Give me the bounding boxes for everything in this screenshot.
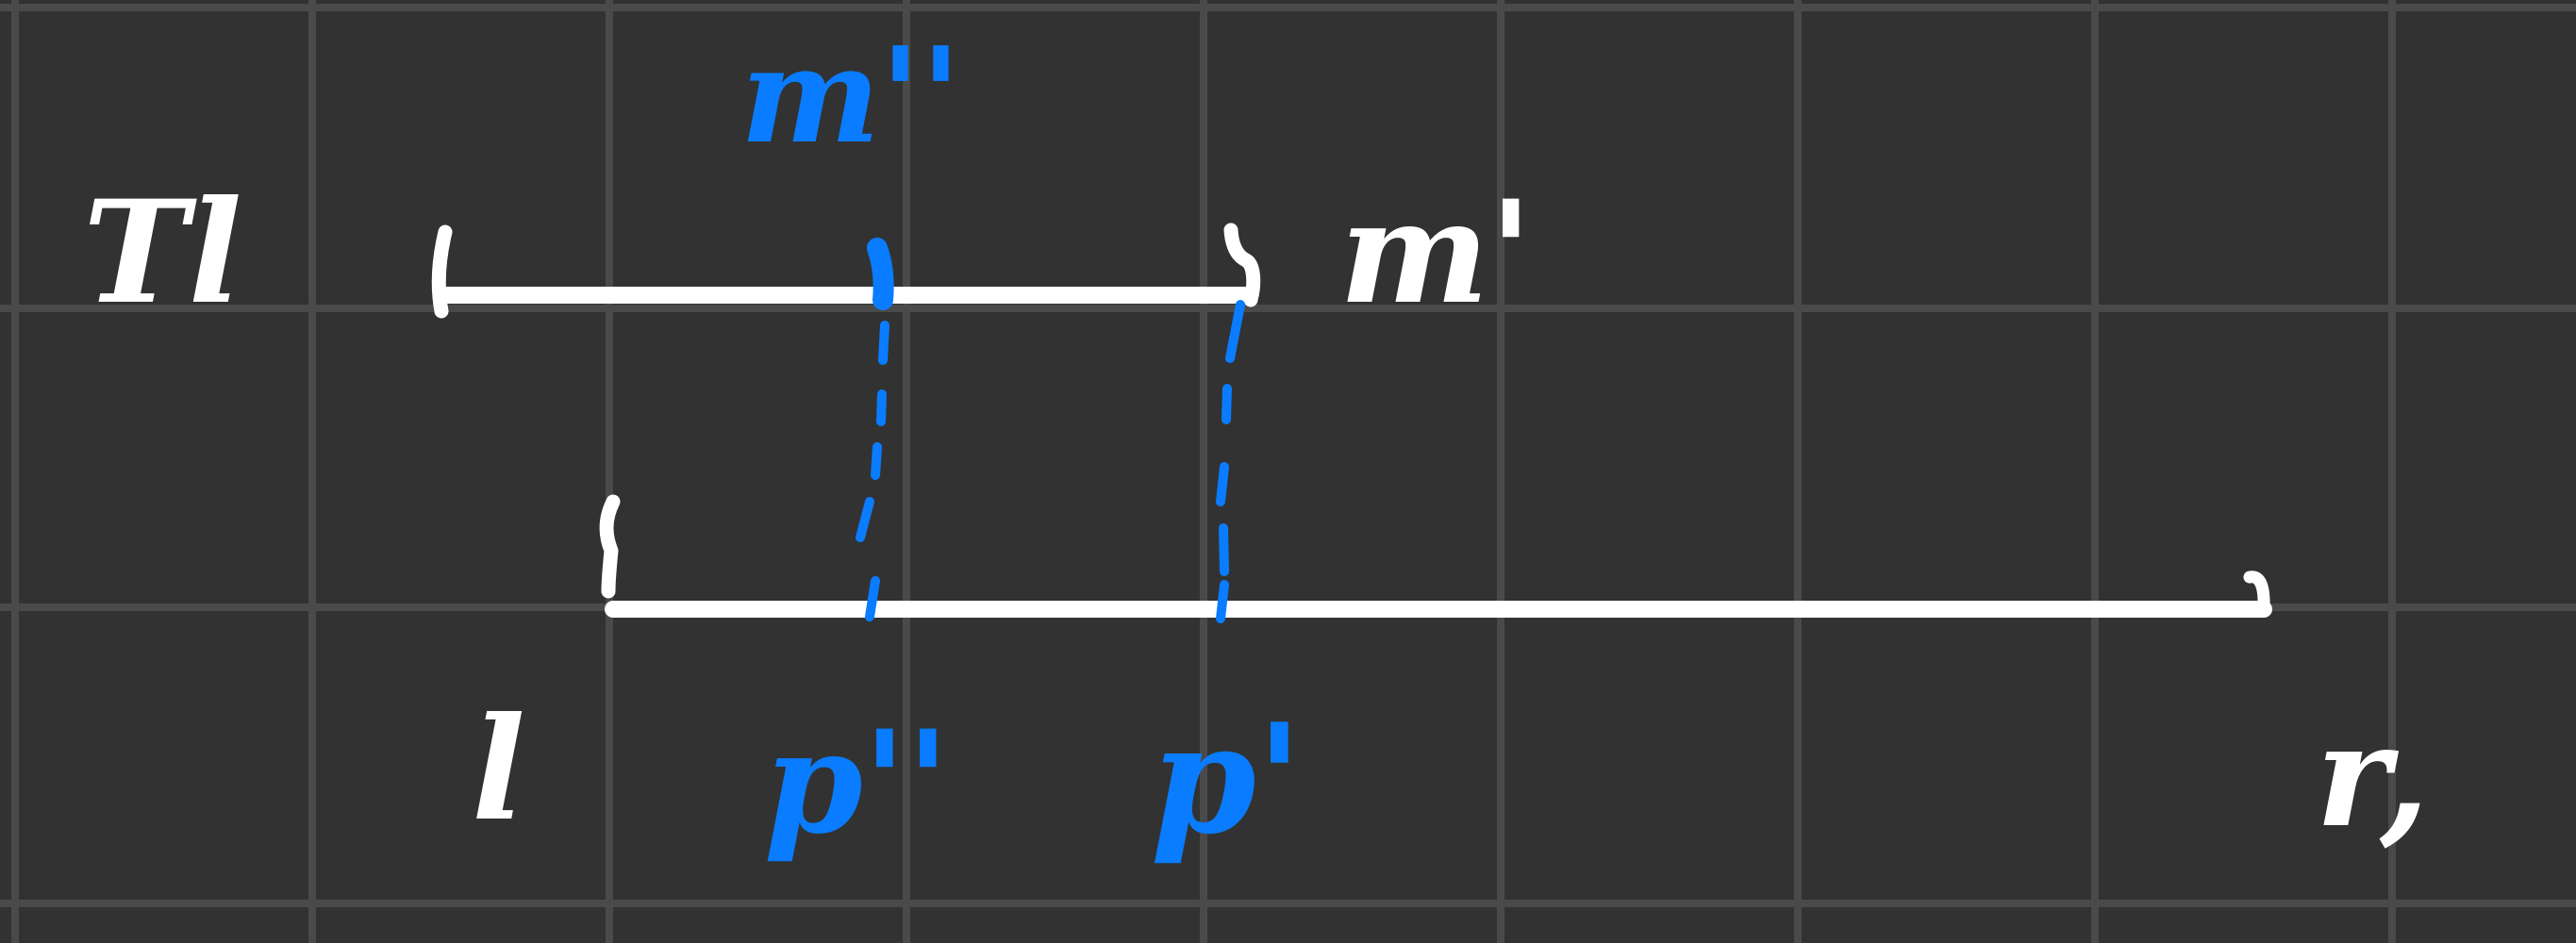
label-bottom-right: r, <box>2316 693 2429 859</box>
blue-dotted-line-right <box>1216 300 1245 623</box>
label-blue-left: p'' <box>764 700 950 866</box>
upper-left-tick <box>431 224 453 319</box>
blue-dotted-line-left <box>856 321 889 621</box>
lower-left-tick <box>599 494 621 599</box>
label-top-right: m' <box>1339 170 1533 336</box>
upper-right-tick <box>1223 223 1261 307</box>
label-blue-top: m'' <box>740 19 961 174</box>
blue-construction <box>856 238 1245 623</box>
label-blue-right: p' <box>1151 690 1303 868</box>
blue-upper-mark <box>867 238 894 310</box>
lower-right-tick <box>2243 571 2270 616</box>
white-segments <box>431 223 2272 618</box>
label-bottom-left: l <box>472 687 525 852</box>
label-top-left: Tl <box>83 170 242 336</box>
labels: Tl m' m'' l p'' p' r, <box>83 19 2429 868</box>
